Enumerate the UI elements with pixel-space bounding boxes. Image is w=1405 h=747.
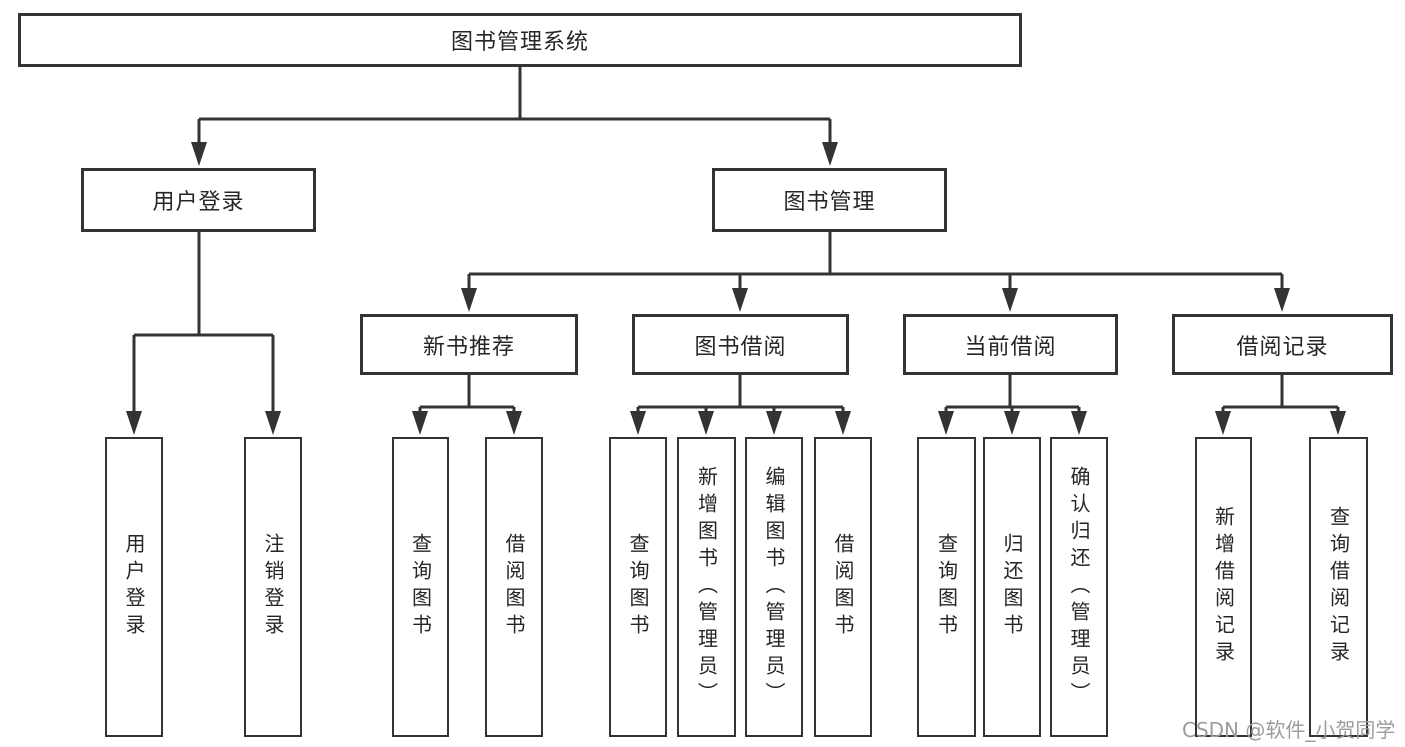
node-borrow-books-borrowing: 借阅图书	[814, 437, 872, 737]
node-label: 当前借阅	[964, 334, 1057, 360]
node-confirm-return-admin: 确认归还（管理员）	[1050, 437, 1108, 737]
node-book-borrowing: 图书借阅	[632, 314, 849, 375]
node-label: 确认归还（管理员）	[1067, 465, 1091, 709]
node-label: 借阅图书	[502, 533, 526, 641]
node-label: 查询图书	[626, 533, 650, 641]
node-label: 注销登录	[261, 533, 285, 641]
node-return-books: 归还图书	[983, 437, 1041, 737]
node-label: 归还图书	[1000, 533, 1024, 641]
node-logout: 注销登录	[244, 437, 302, 737]
node-user-login: 用户登录	[81, 168, 316, 232]
node-current-borrowing: 当前借阅	[903, 314, 1118, 375]
node-label: 查询借阅记录	[1326, 506, 1351, 668]
node-label: 图书管理	[783, 190, 876, 215]
node-label: 借阅记录	[1236, 334, 1329, 360]
node-label: 借阅图书	[831, 533, 855, 641]
arrowheads	[126, 142, 1346, 435]
node-query-books-current: 查询图书	[917, 437, 976, 737]
node-label: 新增图书（管理员）	[694, 465, 719, 709]
csdn-watermark: CSDN @软件_小贺同学	[1182, 718, 1396, 742]
node-user-login-leaf: 用户登录	[105, 437, 163, 737]
node-label: 查询图书	[934, 533, 959, 641]
node-label: 图书管理系统	[450, 30, 589, 55]
node-label: 用户登录	[152, 190, 245, 215]
node-label: 新书推荐	[422, 334, 515, 360]
node-query-books-borrowing: 查询图书	[609, 437, 667, 737]
node-label: 图书借阅	[694, 334, 787, 360]
node-label: 新增借阅记录	[1211, 506, 1236, 668]
node-query-books-recommend: 查询图书	[392, 437, 449, 737]
node-borrowing-records: 借阅记录	[1172, 314, 1393, 375]
node-add-books-admin: 新增图书（管理员）	[677, 437, 736, 737]
node-book-management: 图书管理	[712, 168, 947, 232]
node-label: 用户登录	[122, 533, 146, 641]
node-edit-books-admin: 编辑图书（管理员）	[745, 437, 803, 737]
node-borrow-books-recommend: 借阅图书	[485, 437, 543, 737]
node-library-management-system: 图书管理系统	[18, 13, 1022, 67]
node-label: 编辑图书（管理员）	[762, 465, 786, 709]
node-add-borrow-record: 新增借阅记录	[1195, 437, 1252, 737]
node-query-borrow-record: 查询借阅记录	[1309, 437, 1368, 737]
node-label: 查询图书	[408, 533, 433, 641]
node-new-book-recommendation: 新书推荐	[360, 314, 578, 375]
